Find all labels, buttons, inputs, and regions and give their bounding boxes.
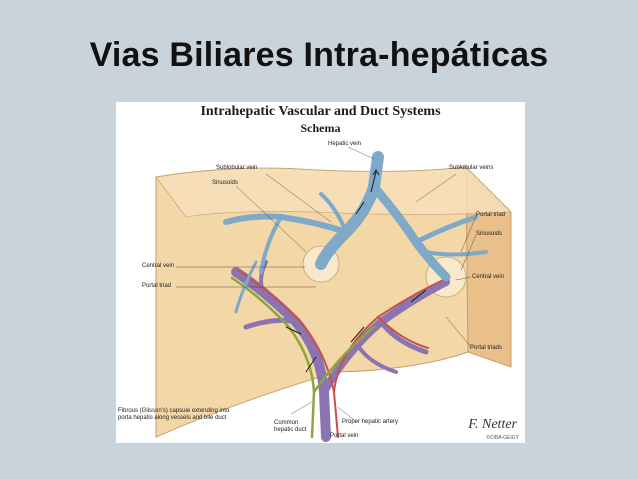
hepatic-vein-tree bbox=[223, 151, 488, 314]
figure-title: Intrahepatic Vascular and Duct Systems bbox=[200, 104, 441, 119]
label-central-vein-left: Central vein bbox=[142, 263, 175, 269]
label-central-vein-right: Central vein bbox=[472, 274, 505, 280]
label-portal-triad-right: Portal triad bbox=[476, 212, 506, 218]
leader-lines bbox=[176, 146, 477, 421]
label-common-hepatic-duct: Common hepatic duct bbox=[274, 420, 307, 433]
label-portal-triad-left: Portal triad bbox=[142, 283, 172, 289]
label-sublobular-vein: Sublobular vein bbox=[216, 165, 258, 171]
copyright-mark: ©CIBA-GEIGY bbox=[486, 435, 519, 441]
label-proper-hepatic-artery: Proper hepatic artery bbox=[342, 419, 399, 425]
liver-top-face bbox=[155, 166, 512, 218]
artist-signature: F. Netter bbox=[468, 417, 517, 432]
label-sublobular-veins: Sublobular veins bbox=[449, 165, 494, 171]
label-portal-vein: Portal vein bbox=[330, 433, 359, 439]
label-sinusoids-left: Sinusoids bbox=[212, 180, 239, 186]
portal-vein-tree bbox=[231, 260, 450, 442]
hepatic-artery-tree bbox=[237, 269, 449, 438]
liver-schema-drawing bbox=[155, 146, 512, 442]
label-hepatic-vein: Hepatic vein bbox=[328, 141, 362, 147]
label-fibrous-capsule: Fibrous (Glisson's) capsule extending in… bbox=[118, 408, 230, 421]
label-portal-triads: Portal triads bbox=[470, 345, 503, 351]
slide-title: Vias Biliares Intra-hepáticas bbox=[89, 36, 549, 74]
label-sinusoids-right: Sinusoids bbox=[476, 231, 503, 237]
figure-subtitle: Schema bbox=[300, 121, 341, 135]
bile-duct-tree bbox=[230, 276, 376, 439]
anatomy-figure: Intrahepatic Vascular and Duct Systems S… bbox=[116, 102, 525, 443]
flow-arrows bbox=[285, 169, 427, 373]
